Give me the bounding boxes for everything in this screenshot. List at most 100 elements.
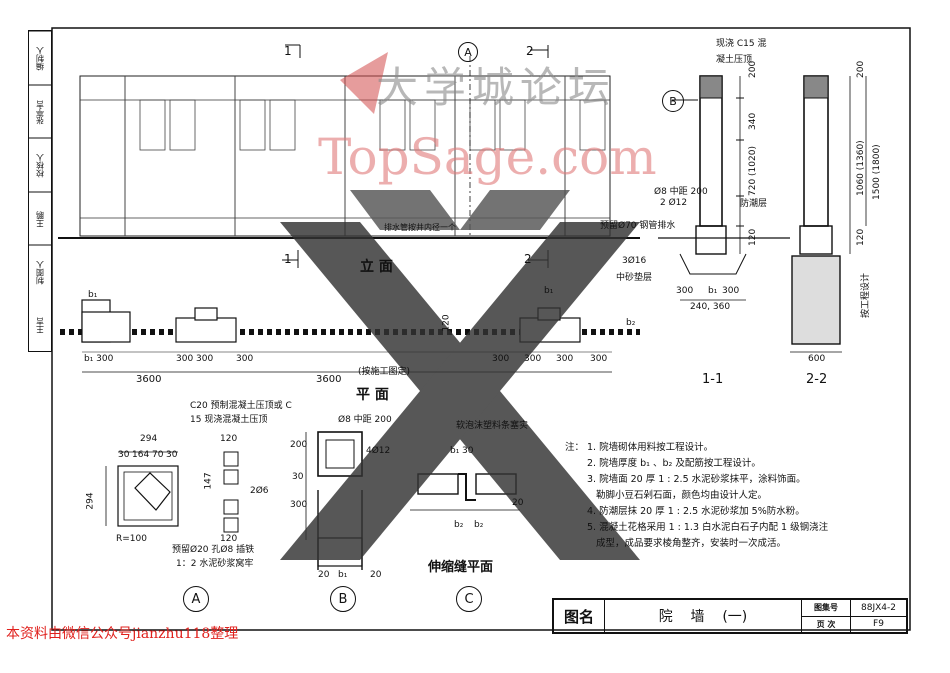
drain-note: 排水管按井内径一个 <box>384 223 456 232</box>
s11-dim: 340 <box>748 112 758 130</box>
a-top-dim: 30 <box>118 450 130 460</box>
s11-bottom-dim: 300 <box>722 286 740 296</box>
atlas-number: 88JX4-2 <box>861 602 896 613</box>
note-item: 2. 院墙厚度 b₁ 、b₂ 及配筋按工程设计。 <box>587 458 761 469</box>
plan-dim-120: 120 <box>441 314 452 332</box>
s11-dim: 120 <box>748 228 758 246</box>
callout-a-elevation: A <box>458 42 478 62</box>
c-dim: b₁ <box>450 446 460 456</box>
s11-dim: 720 (1020) <box>748 146 758 196</box>
s22-dim: 1060 (1360) <box>856 140 866 196</box>
plan-dim-r: 300 <box>524 354 542 364</box>
s22-dim: 120 <box>856 228 866 246</box>
s11-top-note-1: 现浇 C15 混 <box>716 39 767 49</box>
s11-bottom-dim: 300 <box>676 286 694 296</box>
a-side-dim: 120 <box>220 534 238 544</box>
s11-rebar-1: Ø8 中距 200 <box>654 187 708 197</box>
b-bottom: b₁ <box>338 570 348 580</box>
watermark-brand-cn: 大学城论坛 <box>376 63 617 112</box>
plan-dim-r: 300 <box>556 354 574 364</box>
note-item: 5. 混凝土花格采用 1 : 1.3 白水泥白石子内配 1 级钢浇注 <box>587 522 829 533</box>
section-2-2-title: 2-2 <box>806 372 828 387</box>
s11-top-note-2: 凝土压顶 <box>716 55 753 65</box>
note-item: 3. 院墙面 20 厚 1 : 2.5 水泥砂浆抹平，涂料饰面。 <box>587 474 806 485</box>
c-dim: b₂ <box>474 520 484 530</box>
atlas-key: 图集号 <box>802 600 851 616</box>
section-mark-1-lower: 1 <box>284 252 292 266</box>
note-item: 勒脚小豆石剁石面，颜色均由设计人定。 <box>587 490 768 501</box>
drawing-title: 院 墙 (一) <box>605 600 802 632</box>
callout-b: B <box>330 586 356 612</box>
c-title: 伸缩缝平面 <box>428 560 494 575</box>
s11-dim: 200 <box>748 60 758 78</box>
plan-dim: b₁ 300 <box>84 354 114 364</box>
b-note-1: C20 预制混凝土压顶或 C <box>190 401 292 411</box>
b-rebar-2: 4Ø12 <box>366 446 391 456</box>
a-left-total: 294 <box>85 492 96 510</box>
a-radius: R=100 <box>116 534 147 544</box>
plan-dim: 300 300 <box>176 354 214 364</box>
b-dim: 30 <box>292 472 304 482</box>
page-key: 页 次 <box>802 616 851 632</box>
callout-b-section: B <box>662 90 684 112</box>
plan-dim-3600: 3600 <box>136 374 162 385</box>
elevation-view <box>58 44 640 268</box>
c-dim: 30 <box>462 446 474 456</box>
title-block: 图名 院 墙 (一) 图集号 88JX4-2 页 次 F9 <box>552 598 908 634</box>
c-dim: 20 <box>512 498 524 508</box>
watermark-logo-icon <box>340 52 388 114</box>
page-number: F9 <box>873 619 884 630</box>
c-note: 软泡沫塑料条塞实 <box>456 421 529 431</box>
note-item: 成型，成品要求棱角整齐，安装时一次成活。 <box>587 538 787 549</box>
section-mark-1: 1 <box>284 44 292 58</box>
s22-note: 按工程设计 <box>861 272 871 318</box>
callout-c: C <box>456 586 482 612</box>
section-1-1-title: 1-1 <box>702 372 724 387</box>
note-item: 4. 防潮层抹 20 厚 1 : 2.5 水泥砂浆加 5%防水粉。 <box>587 506 805 517</box>
plan-b1: b₁ <box>544 286 554 296</box>
a-top-width: 294 <box>140 434 158 444</box>
b-dim: 200 <box>290 440 308 450</box>
notes-head: 注： <box>565 442 585 453</box>
plan-dim-r: 300 <box>492 354 510 364</box>
b-bottom: 20 <box>318 570 330 580</box>
a-top-dim: 30 <box>166 450 178 460</box>
note-item: 1. 院墙砌体用料按工程设计。 <box>587 442 714 453</box>
title-meta: 图集号 88JX4-2 页 次 F9 <box>802 600 906 632</box>
s11-rebar-3: 3Ø16 <box>622 256 647 266</box>
callout-a: A <box>183 586 209 612</box>
s22-dim: 200 <box>856 60 866 78</box>
s11-bottom-dim: b₁ <box>708 286 718 296</box>
plan-dim-3600-b: 3600 <box>316 374 342 385</box>
watermark-brand-en: TopSage.com <box>318 128 657 186</box>
detail-a-panel <box>105 451 239 533</box>
section-mark-2: 2 <box>526 44 534 58</box>
plan-dim: 300 <box>236 354 254 364</box>
a-top-dim: 164 <box>132 450 150 460</box>
watermark-cross <box>280 190 640 560</box>
c-dim: b₂ <box>454 520 464 530</box>
elevation-title: 立 面 <box>360 259 393 275</box>
plan-title: 平 面 <box>356 387 389 403</box>
title-key: 图名 <box>554 600 605 632</box>
plan-b2: b₂ <box>626 318 636 328</box>
s11-sand: 中砂垫层 <box>616 273 653 283</box>
section-mark-2-lower: 2 <box>524 252 532 266</box>
s22-dim: 1500 (1800) <box>872 144 882 200</box>
b-note-2: 15 现浇混凝土压顶 <box>190 415 268 425</box>
b-rebar: Ø8 中距 200 <box>338 415 392 425</box>
b-dim: 300 <box>290 500 308 510</box>
a-side-dim: 147 <box>203 472 214 490</box>
s11-damp: 防潮层 <box>740 199 768 209</box>
section-2-2 <box>790 75 867 353</box>
a-side-dim: 2Ø6 <box>250 486 269 496</box>
a-note-1: 预留Ø20 孔Ø8 插铁 <box>172 545 255 555</box>
footer-credit: 本资料由微信公众号jianzhu118整理 <box>6 626 239 642</box>
a-top-dim: 70 <box>152 450 164 460</box>
a-note-2: 1：2 水泥砂浆窝牢 <box>176 559 254 569</box>
a-side-dim: 120 <box>220 434 238 444</box>
b-bottom: 20 <box>370 570 382 580</box>
s11-rebar-2: 2 Ø12 <box>660 198 688 208</box>
